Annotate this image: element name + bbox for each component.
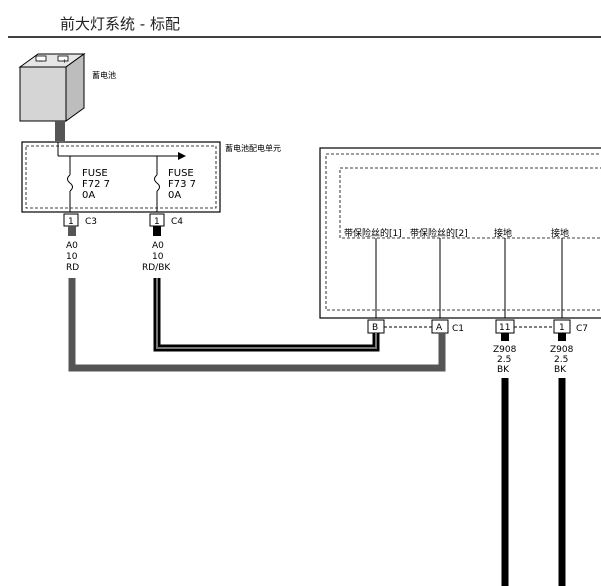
distribution-unit-label: 蓄电池配电单元 xyxy=(225,143,281,153)
svg-text:−: − xyxy=(38,58,43,65)
connector-c7-name: C7 xyxy=(576,324,588,334)
fuse2-name: FUSE xyxy=(168,168,194,179)
page-title: 前大灯系统 - 标配 xyxy=(60,15,180,33)
svg-text:+: + xyxy=(62,58,67,65)
connector-c1-name: C1 xyxy=(452,324,464,334)
connector-c7-11-pin: 11 xyxy=(499,323,510,333)
battery-icon: − + xyxy=(18,53,86,141)
module-box xyxy=(319,147,601,319)
wire-c4-gauge: 10 xyxy=(152,252,164,262)
connector-c3-name: C3 xyxy=(85,217,97,227)
connector-c4-name: C4 xyxy=(171,217,183,227)
connector-c7-1-pin: 1 xyxy=(559,323,565,333)
connector-c3-pin: 1 xyxy=(68,217,74,227)
battery-label: 蓄电池 xyxy=(92,70,116,80)
wire-c3-gauge: 10 xyxy=(66,252,78,262)
wire-c7-11-circuit: Z908 xyxy=(493,345,517,355)
wire-c7-1-gauge: 2.5 xyxy=(554,355,568,365)
wire-c3-color: RD xyxy=(66,263,79,273)
wire-c3-circuit: A0 xyxy=(66,241,78,251)
connector-c4-pin: 1 xyxy=(154,217,160,227)
connector-c1-b-pin: B xyxy=(372,323,378,333)
wire-c4-circuit: A0 xyxy=(152,241,164,251)
module-pin2-label: 带保险丝的[2] xyxy=(410,227,468,239)
distribution-unit xyxy=(21,141,221,213)
module-pin1-label: 带保险丝的[1] xyxy=(344,227,402,239)
connector-c1-a-pin: A xyxy=(436,323,443,333)
fuse2-id: F73 7 xyxy=(168,179,196,190)
fuse1-id: F72 7 xyxy=(82,179,110,190)
wire-c7-1-circuit: Z908 xyxy=(550,345,574,355)
wire-rd xyxy=(68,278,446,372)
wire-c4-color: RD/BK xyxy=(142,263,171,273)
fuse2-rating: 0A xyxy=(168,190,181,201)
fuse1-name: FUSE xyxy=(82,168,108,179)
wire-c7-1-color: BK xyxy=(554,365,567,375)
module-pin4-label: 接地 xyxy=(551,227,569,239)
wire-rd-bk xyxy=(153,278,380,352)
module-pin3-label: 接地 xyxy=(494,227,512,239)
fuse1-rating: 0A xyxy=(82,190,95,201)
wire-c7-11-gauge: 2.5 xyxy=(497,355,511,365)
wire-c7-11-color: BK xyxy=(497,365,510,375)
